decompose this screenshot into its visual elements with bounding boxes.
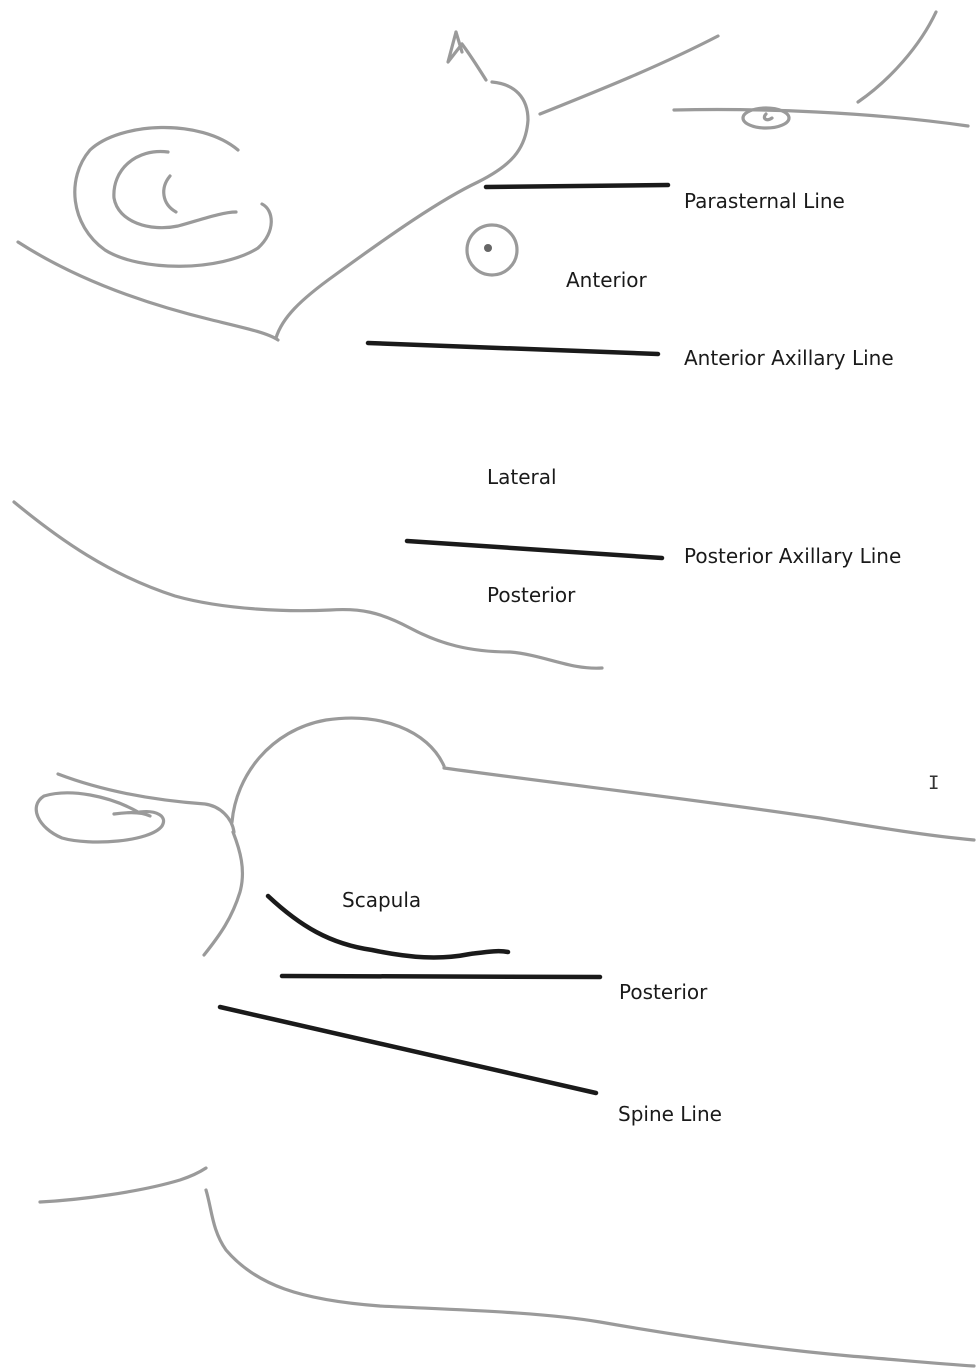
ear-curl xyxy=(164,176,176,212)
chin-neck xyxy=(276,82,528,338)
bottom-guide-lines xyxy=(220,896,600,1093)
lower-body-curve xyxy=(206,1190,974,1366)
arm-loop-inner xyxy=(764,114,772,120)
posterior-bottom-label: Posterior xyxy=(619,980,708,1004)
posterior-axillary-line-label: Posterior Axillary Line xyxy=(684,544,901,568)
nipple-outer xyxy=(467,225,517,275)
posterior-line-mark xyxy=(282,976,600,977)
ear-inner xyxy=(114,152,236,228)
lower-body-left xyxy=(40,1168,206,1202)
posterior-top-label: Posterior xyxy=(487,583,576,607)
spine-line-label: Spine Line xyxy=(618,1102,722,1126)
top-guide-lines xyxy=(368,185,668,558)
anterior-label: Anterior xyxy=(566,268,648,292)
nipple-inner xyxy=(484,244,492,252)
ear-bottom-top xyxy=(58,774,234,832)
anterior-axillary-line-mark xyxy=(368,343,658,354)
arm-upper xyxy=(858,12,936,102)
prone-figure-outline xyxy=(36,718,974,1366)
parasternal-line-label: Parasternal Line xyxy=(684,189,845,213)
ear-bottom xyxy=(36,793,163,842)
chest-top-line xyxy=(540,36,718,114)
ear-bottom-inner xyxy=(114,813,150,816)
lateral-label: Lateral xyxy=(487,465,557,489)
neck-line xyxy=(204,832,242,955)
parasternal-line-mark xyxy=(486,185,668,187)
top-labels: Parasternal Line Anterior Anterior Axill… xyxy=(487,189,901,607)
supine-figure-outline xyxy=(14,12,968,668)
scapula-label: Scapula xyxy=(342,888,421,912)
head-dome xyxy=(232,718,444,822)
arm-line xyxy=(674,110,968,126)
ear-outer xyxy=(75,127,271,266)
bottom-labels: Scapula Posterior Spine Line xyxy=(342,888,722,1126)
nose xyxy=(448,32,486,80)
spine-line-mark xyxy=(220,1007,596,1093)
posterior-axillary-line-mark xyxy=(407,541,662,558)
text-cursor-icon: I xyxy=(928,772,939,794)
upper-back-line xyxy=(444,768,974,840)
anterior-axillary-line-label: Anterior Axillary Line xyxy=(684,346,894,370)
